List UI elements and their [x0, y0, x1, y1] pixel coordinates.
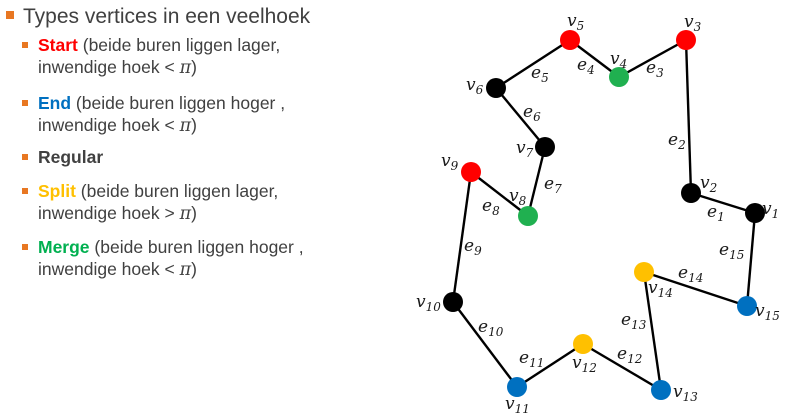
- label-layer: v1 v2 v3 v4 v5 v6 v7 v8 v9 v10 v11 v12 v13 v14 v15 e1 e2…: [416, 11, 780, 415]
- edge-label-e12: e12: [617, 344, 642, 366]
- edge-label-e5: e5: [531, 63, 549, 85]
- edge-label-e14: e14: [678, 263, 703, 285]
- vertex-label-v9: v9: [441, 151, 459, 173]
- bullet-square-icon: [22, 244, 28, 250]
- vertex-v15: [737, 296, 757, 316]
- list-item-line2: inwendige hoek < π): [38, 57, 197, 78]
- vertex-v10: [443, 292, 463, 312]
- vertex-v7: [535, 137, 555, 157]
- edge-e10: [452, 301, 518, 388]
- vertex-label-v10: v10: [416, 292, 441, 314]
- vertex-label-v15: v15: [755, 301, 780, 323]
- list-item-line2: inwendige hoek < π): [38, 115, 197, 136]
- vertex-label-v5: v5: [567, 11, 584, 33]
- edge-e15: [745, 212, 757, 307]
- heading-text: Types vertices in een veelhoek: [23, 5, 311, 28]
- vertex-v14: [634, 262, 654, 282]
- edge-e13: [642, 271, 663, 391]
- keyword-end: End: [38, 93, 72, 113]
- list-item-merge: Merge (beide buren liggen hoger , inwend…: [22, 236, 304, 281]
- vertex-label-v12: v12: [572, 353, 597, 375]
- edge-e3: [618, 38, 687, 79]
- list-item-line2: inwendige hoek > π): [38, 203, 197, 224]
- bullet-square-icon: [22, 42, 28, 48]
- vertex-v4: [609, 67, 629, 87]
- keyword-merge: Merge: [38, 237, 90, 257]
- edge-label-e2: e2: [668, 130, 686, 152]
- polygon-diagram: v1 v2 v3 v4 v5 v6 v7 v8 v9 v10 v11 v12 v13 v14 v15 e1 e2…: [416, 11, 780, 415]
- list-item-regular: Regular: [22, 146, 103, 168]
- edge-e4: [569, 39, 620, 78]
- bullet-square-icon: [6, 11, 14, 20]
- vertex-v6: [486, 78, 506, 98]
- vertex-v8: [518, 206, 538, 226]
- keyword-regular: Regular: [38, 147, 104, 167]
- vertex-label-v6: v6: [466, 75, 484, 97]
- slide-heading: Types vertices in een veelhoek: [6, 4, 310, 30]
- edge-e2: [684, 39, 693, 194]
- bullet-square-icon: [22, 188, 28, 194]
- list-item-line1: Split (beide buren liggen lager,: [38, 181, 279, 201]
- vertex-label-v4: v4: [610, 49, 627, 71]
- vertex-label-v2: v2: [700, 173, 717, 195]
- edge-e12: [582, 342, 662, 392]
- vertex-v11: [507, 377, 527, 397]
- edge-e7: [526, 146, 547, 217]
- vertex-v3: [676, 30, 696, 50]
- vertex-label-v14: v14: [648, 278, 673, 300]
- list-item-end: End (beide buren liggen hoger , inwendig…: [22, 92, 285, 137]
- edge-e1: [690, 191, 756, 215]
- edge-label-e7: e7: [544, 174, 562, 196]
- vertex-v5: [560, 30, 580, 50]
- vertex-v9: [461, 162, 481, 182]
- list-item-line1: Regular: [22, 146, 103, 168]
- vertex-label-v1: v1: [762, 199, 779, 221]
- bullet-square-icon: [22, 154, 28, 160]
- edge-label-e13: e13: [621, 310, 647, 332]
- keyword-split: Split: [38, 181, 76, 201]
- edge-label-e3: e3: [646, 58, 664, 80]
- edge-label-e9: e9: [464, 236, 482, 258]
- edge-e9: [451, 171, 473, 303]
- edge-e14: [643, 270, 748, 308]
- vertex-label-v3: v3: [684, 12, 702, 34]
- vertex-v1: [745, 203, 765, 223]
- keyword-start: Start: [38, 35, 78, 55]
- list-item-line1: Start (beide buren liggen lager,: [38, 35, 281, 55]
- edge-e6: [495, 87, 546, 148]
- list-item-line1: End (beide buren liggen hoger ,: [38, 93, 286, 113]
- vertex-v13: [651, 380, 671, 400]
- edge-label-e11: e11: [519, 348, 544, 370]
- edge-layer: [451, 38, 757, 392]
- edge-label-e1: e1: [707, 202, 725, 224]
- vertex-v2: [681, 183, 701, 203]
- edge-e11: [516, 342, 584, 389]
- edge-label-e6: e6: [523, 102, 541, 124]
- list-item-split: Split (beide buren liggen lager, inwendi…: [22, 180, 278, 225]
- vertex-label-v13: v13: [673, 382, 698, 404]
- list-item-line1: Merge (beide buren liggen hoger ,: [38, 237, 304, 257]
- list-item-line2: inwendige hoek < π): [38, 259, 197, 280]
- edge-label-e10: e10: [478, 317, 504, 339]
- vertex-label-v7: v7: [516, 138, 534, 160]
- edge-e5: [495, 38, 571, 90]
- edge-label-e4: e4: [577, 55, 595, 77]
- bullet-square-icon: [22, 100, 28, 106]
- vertex-label-v11: v11: [505, 394, 530, 415]
- edge-label-e15: e15: [719, 240, 744, 262]
- vertex-label-v8: v8: [509, 186, 527, 208]
- edge-e8: [470, 171, 529, 217]
- list-item-start: Start (beide buren liggen lager, inwendi…: [22, 34, 280, 79]
- vertex-layer: [443, 30, 765, 400]
- edge-label-e8: e8: [482, 196, 500, 218]
- vertex-v12: [573, 334, 593, 354]
